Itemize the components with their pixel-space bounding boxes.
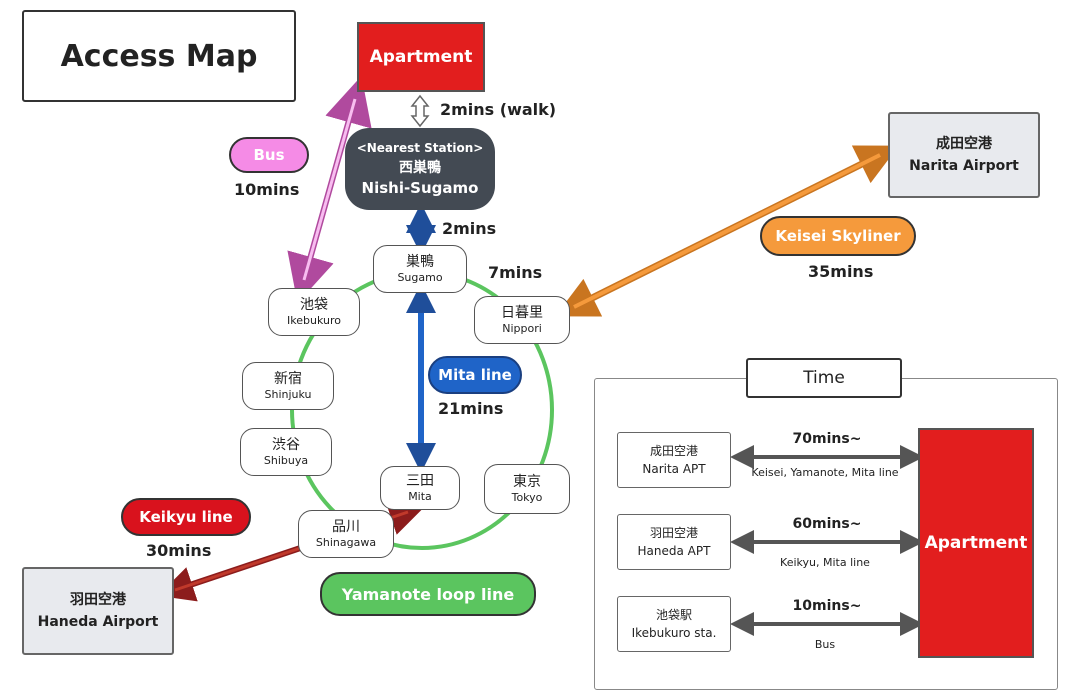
map-title-text: Access Map bbox=[60, 38, 258, 74]
map-title: Access Map bbox=[22, 10, 296, 102]
legend-apartment-box: Apartment bbox=[918, 428, 1034, 658]
yamanote-line-label: Yamanote loop line bbox=[341, 584, 515, 604]
station-tokyo: 東京 Tokyo bbox=[484, 464, 570, 514]
legend-duration-haneda: 60mins~ bbox=[792, 516, 862, 532]
legend-origin-haneda: 羽田空港 Haneda APT bbox=[617, 514, 731, 570]
station-mita: 三田 Mita bbox=[380, 466, 460, 510]
keikyu-line-pill: Keikyu line bbox=[121, 498, 251, 536]
keikyu-line-time: 30mins bbox=[146, 541, 212, 560]
legend-origin-haneda-en: Haneda APT bbox=[637, 544, 711, 558]
keisei-skyliner-time: 35mins bbox=[808, 262, 874, 281]
time-legend-title: Time bbox=[746, 358, 902, 398]
nearest-station-box: <Nearest Station> 西巣鴨 Nishi-Sugamo bbox=[345, 128, 495, 210]
station-sugamo-jp: 巣鴨 bbox=[406, 253, 434, 270]
station-shinagawa-jp: 品川 bbox=[332, 518, 360, 535]
station-ikebukuro-jp: 池袋 bbox=[300, 296, 328, 313]
station-tokyo-jp: 東京 bbox=[513, 473, 541, 490]
haneda-airport-box: 羽田空港 Haneda Airport bbox=[22, 567, 174, 655]
legend-origin-narita-en: Narita APT bbox=[642, 462, 706, 476]
keisei-skyliner-label: Keisei Skyliner bbox=[775, 227, 901, 245]
nearest-station-name-en: Nishi-Sugamo bbox=[361, 179, 479, 197]
legend-origin-ikebukuro: 池袋駅 Ikebukuro sta. bbox=[617, 596, 731, 652]
station-ikebukuro-en: Ikebukuro bbox=[287, 313, 341, 327]
station-shinjuku-en: Shinjuku bbox=[264, 387, 312, 401]
station-shibuya-jp: 渋谷 bbox=[272, 436, 300, 453]
station-ikebukuro: 池袋 Ikebukuro bbox=[268, 288, 360, 336]
station-mita-en: Mita bbox=[408, 489, 432, 503]
legend-duration-narita: 70mins~ bbox=[792, 431, 862, 447]
walk-arrow bbox=[410, 94, 430, 128]
haneda-airport-en: Haneda Airport bbox=[37, 614, 159, 630]
mita-line-time: 21mins bbox=[438, 399, 504, 418]
station-sugamo: 巣鴨 Sugamo bbox=[373, 245, 467, 293]
bus-label: Bus bbox=[253, 146, 285, 164]
nearest-station-name-jp: 西巣鴨 bbox=[399, 160, 441, 176]
legend-origin-narita-jp: 成田空港 bbox=[649, 444, 698, 458]
station-mita-jp: 三田 bbox=[406, 472, 434, 489]
bus-time: 10mins bbox=[234, 180, 300, 199]
legend-origin-narita: 成田空港 Narita APT bbox=[617, 432, 731, 488]
bus-pill: Bus bbox=[229, 137, 309, 173]
legend-apartment-label: Apartment bbox=[924, 533, 1028, 553]
nishi-sugamo-to-sugamo-time: 2mins bbox=[442, 219, 497, 238]
station-sugamo-en: Sugamo bbox=[397, 270, 443, 284]
haneda-airport-jp: 羽田空港 bbox=[70, 592, 126, 608]
time-legend-title-text: Time bbox=[803, 368, 845, 388]
nearest-station-caption: <Nearest Station> bbox=[356, 141, 484, 155]
mita-line-pill: Mita line bbox=[428, 356, 522, 394]
keisei-skyliner-pill: Keisei Skyliner bbox=[760, 216, 916, 256]
station-nippori: 日暮里 Nippori bbox=[474, 296, 570, 344]
apartment-label: Apartment bbox=[369, 47, 473, 67]
station-shinjuku: 新宿 Shinjuku bbox=[242, 362, 334, 410]
legend-via-ikebukuro: Bus bbox=[814, 638, 836, 651]
station-nippori-en: Nippori bbox=[502, 321, 542, 335]
legend-origin-haneda-jp: 羽田空港 bbox=[649, 526, 698, 540]
station-shinagawa: 品川 Shinagawa bbox=[298, 510, 394, 558]
station-shinagawa-en: Shinagawa bbox=[315, 535, 377, 549]
legend-duration-ikebukuro: 10mins~ bbox=[792, 598, 862, 614]
walk-time-label: 2mins (walk) bbox=[440, 100, 557, 119]
narita-airport-en: Narita Airport bbox=[909, 158, 1019, 174]
station-shibuya: 渋谷 Shibuya bbox=[240, 428, 332, 476]
legend-via-narita: Keisei, Yamanote, Mita line bbox=[751, 466, 899, 479]
yamanote-line-pill: Yamanote loop line bbox=[320, 572, 536, 616]
sugamo-to-nippori-time: 7mins bbox=[488, 263, 543, 282]
station-nippori-jp: 日暮里 bbox=[501, 304, 543, 321]
mita-line-label: Mita line bbox=[438, 366, 512, 384]
legend-via-haneda: Keikyu, Mita line bbox=[780, 556, 870, 569]
station-shibuya-en: Shibuya bbox=[263, 453, 309, 467]
legend-origin-ikebukuro-en: Ikebukuro sta. bbox=[631, 626, 717, 640]
keikyu-line-label: Keikyu line bbox=[139, 508, 233, 526]
legend-origin-ikebukuro-jp: 池袋駅 bbox=[655, 608, 692, 622]
narita-airport-box: 成田空港 Narita Airport bbox=[888, 112, 1040, 198]
narita-airport-jp: 成田空港 bbox=[936, 136, 992, 152]
station-shinjuku-jp: 新宿 bbox=[274, 370, 302, 387]
apartment-box: Apartment bbox=[357, 22, 485, 92]
station-tokyo-en: Tokyo bbox=[511, 490, 543, 504]
